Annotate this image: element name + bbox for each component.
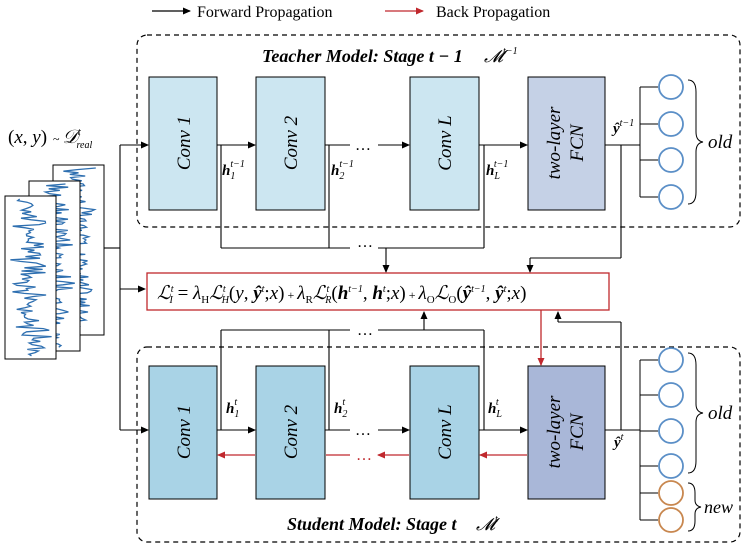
student-old-label: old	[708, 403, 733, 424]
teacher-frame	[136, 34, 741, 228]
teacher-ellipsis: …	[355, 137, 371, 154]
teacher-loss-connectors	[220, 145, 622, 273]
student-old-nodes	[658, 347, 684, 479]
student-model-symbol: 𝓜t	[476, 514, 500, 534]
teacher-convL-block: Conv L	[409, 76, 480, 211]
mid-ellipsis-top: …	[357, 234, 373, 251]
student-backward-ellipsis: …	[356, 447, 372, 464]
student-new-label: new	[704, 497, 733, 517]
teacher-conv1-block: Conv 1	[148, 76, 218, 211]
signal-wave-1	[10, 198, 52, 357]
student-old-node-2	[658, 382, 684, 408]
student-conv2-label: Conv 2	[281, 404, 302, 459]
teacher-fcn-block: two-layer FCN	[527, 76, 606, 211]
teacher-h1-label: h1t−1	[222, 159, 245, 182]
teacher-conv1-label: Conv 1	[174, 116, 195, 170]
student-conv1-label: Conv 1	[174, 405, 195, 459]
student-convL-label: Conv L	[435, 404, 456, 459]
student-h2-label: h2t	[334, 397, 347, 420]
teacher-fcn-label-2: FCN	[567, 123, 588, 162]
student-hL-label: hLt	[488, 397, 502, 420]
student-output-fan	[639, 359, 658, 521]
mid-ellipsis-bottom: …	[357, 322, 373, 339]
student-new-nodes	[658, 480, 684, 533]
teacher-convL-label: Conv L	[435, 115, 456, 170]
student-fcn-label-1: two-layer	[544, 395, 565, 468]
teacher-node-3	[658, 147, 684, 173]
teacher-conv2-label: Conv 2	[281, 115, 302, 170]
student-fcn-block: two-layer FCN	[527, 365, 606, 500]
student-ellipsis: …	[355, 422, 371, 439]
teacher-node-4	[658, 184, 684, 210]
teacher-output-nodes	[658, 74, 684, 210]
teacher-conv2-block: Conv 2	[255, 76, 326, 211]
student-frame	[136, 346, 741, 543]
teacher-title: Teacher Model: Stage t − 1 𝓜t−1	[262, 46, 518, 66]
teacher-old-label: old	[708, 132, 733, 153]
input-signals	[4, 164, 105, 360]
student-old-node-1	[658, 347, 684, 373]
student-conv2-block: Conv 2	[255, 365, 326, 500]
student-new-brace	[687, 482, 702, 532]
teacher-model-symbol: 𝓜t−1	[484, 46, 518, 66]
student-fcn-label-2: FCN	[567, 412, 588, 451]
legend: Forward Propagation Back Propagation	[152, 4, 550, 21]
teacher-output-fan	[639, 86, 658, 198]
student-loss-connectors	[220, 311, 622, 430]
legend-backward-label: Back Propagation	[436, 4, 550, 21]
student-old-brace	[687, 352, 704, 474]
teacher-output-label: ŷt−1	[611, 118, 634, 137]
student-conv1-block: Conv 1	[148, 365, 218, 500]
student-old-node-3	[658, 418, 684, 444]
input-routing	[104, 141, 149, 434]
teacher-title-text: Teacher Model: Stage t − 1	[262, 46, 463, 66]
student-old-node-4	[658, 453, 684, 479]
teacher-old-brace	[687, 79, 704, 205]
student-new-node-2	[658, 507, 684, 533]
student-new-node-1	[658, 480, 684, 506]
student-title: Student Model: Stage t 𝓜t	[287, 514, 500, 534]
student-output-label: ŷt	[612, 432, 624, 451]
teacher-hL-label: hLt−1	[486, 159, 508, 182]
student-title-text: Student Model: Stage t	[287, 514, 458, 534]
teacher-node-1	[658, 74, 684, 100]
student-convL-block: Conv L	[409, 365, 480, 500]
legend-forward-label: Forward Propagation	[197, 4, 333, 21]
teacher-h2-label: h2t−1	[331, 159, 354, 182]
teacher-fcn-label-1: two-layer	[544, 106, 565, 179]
student-h1-label: h1t	[226, 397, 239, 420]
teacher-node-2	[658, 111, 684, 137]
loss-box	[146, 272, 610, 311]
